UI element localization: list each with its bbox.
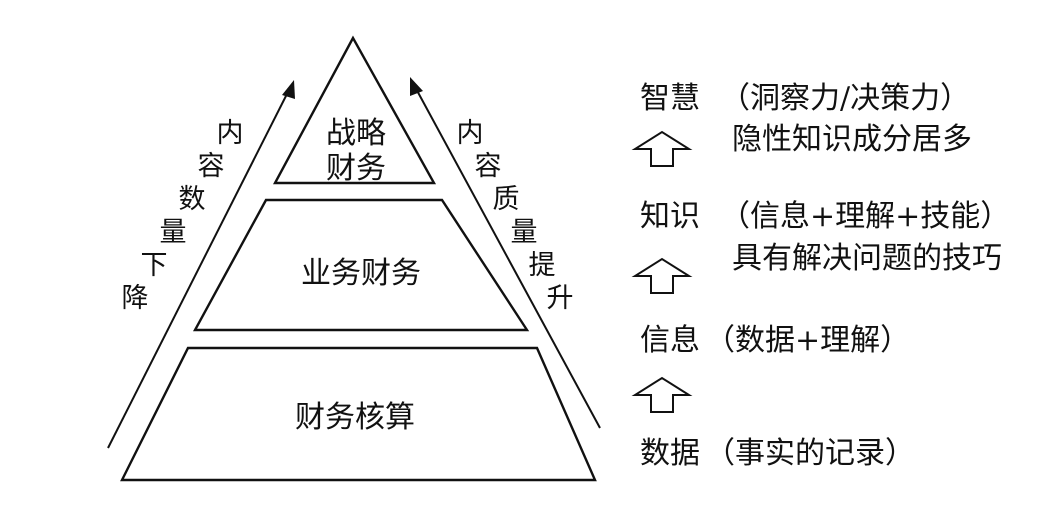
level-wisdom-note: 隐性知识成分居多 — [732, 122, 972, 157]
level-knowledge-note: 具有解决问题的技巧 — [732, 241, 1002, 276]
right-arrow-label-char: 内 — [457, 118, 484, 149]
right-arrow-shaft — [413, 84, 601, 429]
up-arrow-icon — [631, 130, 693, 167]
right-arrow-label-char: 量 — [511, 217, 538, 248]
level-information-title: 信息 — [640, 323, 700, 358]
right-arrow-label-char: 提 — [529, 250, 556, 281]
left-arrow-label-char: 降 — [122, 283, 149, 314]
left-arrow-head-icon — [282, 80, 295, 99]
level-wisdom-title: 智慧 — [640, 81, 700, 116]
tier-middle-label: 业务财务 — [301, 256, 421, 291]
left-arrow-label-char: 容 — [198, 151, 225, 182]
left-arrow-label-char: 量 — [160, 217, 187, 248]
level-knowledge-title: 知识 — [640, 199, 700, 234]
level-data-detail: （事实的记录） — [705, 436, 915, 471]
right-arrow-label-char: 容 — [475, 151, 502, 182]
tier-top-label-line-2: 财务 — [326, 151, 386, 186]
tier-middle-business-finance — [192, 198, 530, 332]
hierarchy: 智慧 （洞察力/决策力） 隐性知识成分居多 知识 （信息+理解+技能） 具有解决… — [631, 81, 1010, 471]
left-arrow-label-char: 内 — [217, 118, 244, 149]
tier-bottom-label: 财务核算 — [295, 400, 415, 435]
up-arrow-icon — [631, 257, 693, 294]
tier-top-strategic-finance — [272, 35, 437, 185]
pyramid: 战略 财务 业务财务 财务核算 — [120, 35, 597, 482]
left-arrow-shaft — [107, 87, 291, 449]
level-wisdom-detail: （洞察力/决策力） — [720, 81, 970, 116]
level-data-title: 数据 — [640, 436, 700, 471]
right-arrow-label-char: 质 — [493, 184, 520, 215]
right-arrow-head-icon — [410, 77, 423, 96]
up-arrow-icon — [631, 376, 693, 413]
left-arrow-label-char: 下 — [141, 250, 168, 281]
level-information-detail: （数据+理解） — [705, 323, 910, 358]
left-arrow-label-char: 数 — [179, 184, 206, 215]
right-arrow-label-char: 升 — [547, 283, 574, 314]
tier-top-label-line-1: 战略 — [326, 116, 386, 151]
level-knowledge-detail: （信息+理解+技能） — [720, 199, 1010, 234]
tier-bottom-financial-accounting — [120, 346, 597, 482]
